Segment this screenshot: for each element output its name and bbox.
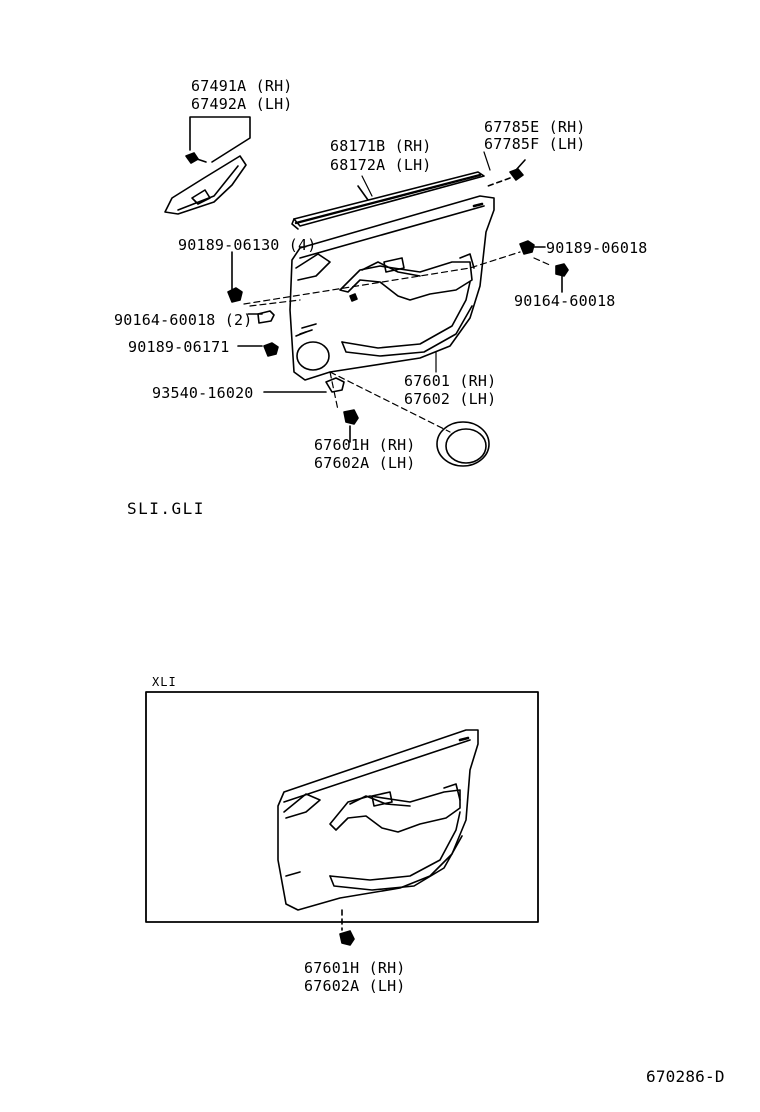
callout-67602a: 67602A (LH) [314,454,416,472]
callout-67785f: 67785F (LH) [484,135,586,153]
callout-90164-60018-right: 90164-60018 [514,292,616,310]
callout-67602a-xli: 67602A (LH) [304,977,406,995]
callout-90189-06018: 90189-06018 [546,239,648,257]
callout-93540-16020: 93540-16020 [152,384,254,402]
variant-label-sli-gli: SLI.GLI [127,499,205,518]
callout-67601h-xli: 67601H (RH) [304,959,406,977]
callout-68171b: 68171B (RH) [330,137,432,155]
leader-lines [361,151,491,373]
fasteners [227,240,569,443]
leader-dashes [243,251,553,433]
callout-90189-06130: 90189-06130 (4) [178,236,317,254]
xli-fastener [339,909,355,946]
weatherstrip [291,171,485,230]
callout-67601: 67601 (RH) [404,372,497,390]
callout-67601h: 67601H (RH) [314,436,416,454]
callout-90164-60018-left: 90164-60018 (2) [114,311,253,329]
callout-90189-06171: 90189-06171 [128,338,230,356]
figure-code: 670286-D [646,1067,725,1086]
door-trim-panel [289,195,495,381]
speaker-cover [436,421,490,467]
callout-67492a: 67492A (LH) [191,95,293,113]
callout-67491a: 67491A (RH) [191,77,293,95]
callout-67602: 67602 (LH) [404,390,497,408]
xli-door-panel [277,729,479,911]
callout-67785e: 67785E (RH) [484,118,586,136]
upper-moulding [164,116,251,215]
clip-upper-right [487,159,526,187]
callout-68172a: 68172A (LH) [330,156,432,174]
variant-label-xli: XLI [152,675,177,689]
